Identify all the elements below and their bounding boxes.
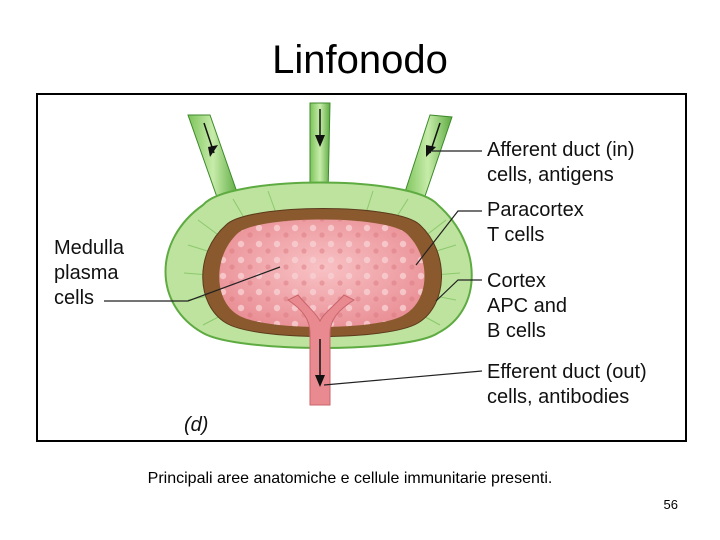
medulla-title: Medulla <box>54 237 125 259</box>
cortex-cells-line1: APC and <box>487 295 568 317</box>
afferent-duct-title: Afferent duct (in) <box>487 139 635 161</box>
cortex-label: Cortex APC and B cells <box>487 269 567 344</box>
slide-title: Linfonodo <box>272 38 448 82</box>
lymph-node-figure: Afferent duct (in) cells, antigens Parac… <box>36 93 687 442</box>
paracortex-cells: T cells <box>487 224 545 246</box>
leader-lines <box>104 150 483 386</box>
cortex-title: Cortex <box>487 270 546 292</box>
lymph-node-diagram <box>104 102 483 406</box>
panel-letter: (d) <box>184 414 209 436</box>
afferent-duct-label: Afferent duct (in) cells, antigens <box>487 138 634 188</box>
figure-caption: Principali aree anatomiche e cellule imm… <box>147 470 553 487</box>
afferent-duct-contents: cells, antigens <box>487 164 614 186</box>
afferent-ducts <box>187 102 453 201</box>
cortex-cells-line2: B cells <box>487 320 546 342</box>
page-number: 56 <box>663 497 678 512</box>
paracortex-label: Paracortex T cells <box>487 198 584 248</box>
medulla-cells-line2: cells <box>54 287 95 309</box>
efferent-duct <box>287 294 356 406</box>
medulla-cells-line1: plasma <box>54 262 119 284</box>
efferent-duct-title: Efferent duct (out) <box>487 361 647 383</box>
medulla-label: Medulla plasma cells <box>54 236 124 311</box>
efferent-duct-label: Efferent duct (out) cells, antibodies <box>487 360 647 410</box>
paracortex-title: Paracortex <box>487 199 584 221</box>
efferent-duct-contents: cells, antibodies <box>487 386 630 408</box>
